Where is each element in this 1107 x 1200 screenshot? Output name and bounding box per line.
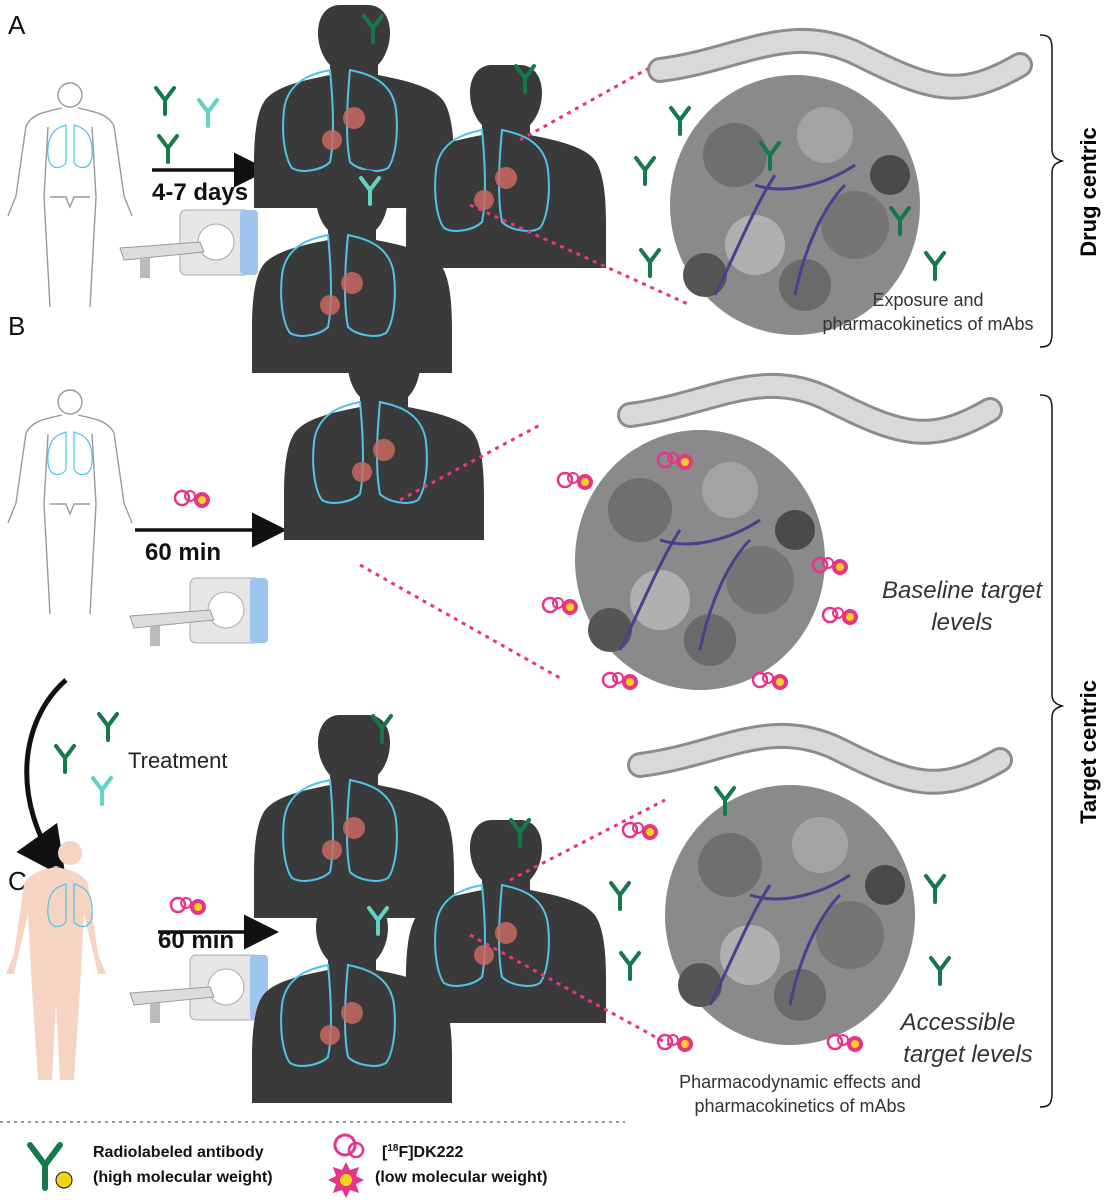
caption-b-line2: levels	[931, 609, 992, 636]
legend-tracer-line1: [18F]DK222	[382, 1143, 463, 1161]
zoom-line-b2	[359, 563, 561, 680]
human-outline-b	[7, 389, 133, 615]
caption-c2-line1: Pharmacodynamic effects and	[679, 1072, 921, 1092]
panel-c-letter: C	[8, 866, 27, 896]
arrow-label-c: 60 min	[158, 927, 234, 954]
side-label-drug-centric: Drug centric	[1076, 127, 1101, 257]
caption-a-line1: Exposure and	[872, 290, 983, 310]
arrow-label-a: 4-7 days	[152, 179, 248, 206]
pet-scanner-c	[129, 954, 269, 1024]
treatment-label: Treatment	[128, 748, 227, 773]
caption-c-line2: target levels	[903, 1041, 1032, 1068]
panel-b-letter: B	[8, 311, 25, 341]
side-label-target-centric: Target centric	[1076, 680, 1101, 824]
blood-vessel-a	[660, 41, 1020, 87]
human-treated-c	[6, 841, 106, 1080]
zoom-line-a2	[469, 203, 691, 307]
blood-vessel-c	[640, 736, 1000, 782]
tumor-c	[663, 783, 917, 1047]
caption-b-line1: Baseline target	[882, 577, 1043, 604]
legend-antibody-line1: Radiolabeled antibody	[93, 1144, 264, 1161]
tracer-icon	[169, 896, 208, 917]
zoom-line-c1	[509, 798, 666, 882]
pet-scanner-a	[119, 209, 259, 279]
tumor-b	[573, 428, 827, 692]
treatment-antibodies	[54, 712, 119, 806]
caption-c-line1: Accessible	[899, 1009, 1016, 1036]
caption-c2-line2: pharmacokinetics of mAbs	[694, 1096, 905, 1116]
antibody-cluster-a	[154, 86, 219, 164]
legend-tracer-line2: (low molecular weight)	[375, 1169, 547, 1186]
human-outline-a	[7, 82, 133, 308]
bracket-target-centric	[1039, 394, 1065, 1108]
treatment-arrow	[16, 678, 68, 879]
arrow-label-b: 60 min	[145, 539, 221, 566]
caption-a-line2: pharmacokinetics of mAbs	[822, 314, 1033, 334]
bracket-drug-centric	[1039, 34, 1065, 348]
panel-a-letter: A	[8, 10, 26, 40]
zoom-line-c2	[469, 933, 671, 1047]
legend-tracer-icon	[328, 1133, 365, 1198]
blood-vessel-b	[630, 386, 990, 432]
legend-antibody-icon	[27, 1142, 73, 1191]
pet-scanner-b	[129, 577, 269, 647]
patient-c1	[253, 714, 455, 919]
legend-antibody-line2: (high molecular weight)	[93, 1169, 273, 1186]
tracer-icon	[173, 489, 212, 510]
